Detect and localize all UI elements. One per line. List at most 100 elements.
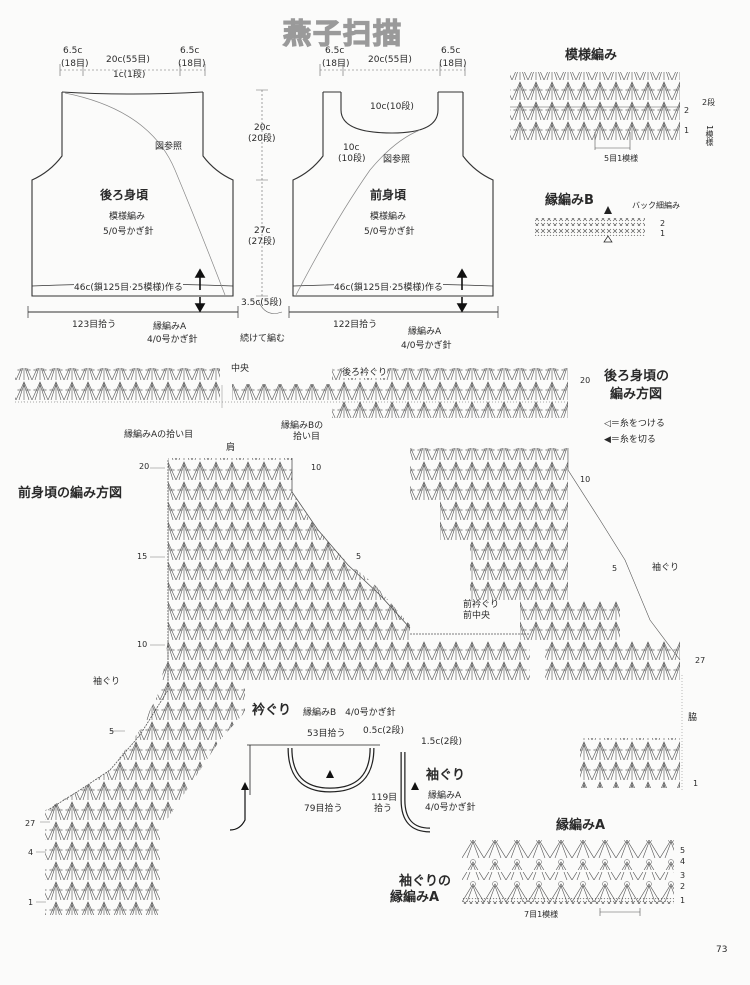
edging-a-row-2: 2 xyxy=(680,882,686,891)
back-width-center: 20c(55目) xyxy=(106,55,150,65)
pattern-row-2: 2 xyxy=(684,106,690,115)
back-chart-row-27: 27 xyxy=(695,656,706,665)
front-neck-side-rows: (10段) xyxy=(338,154,366,164)
back-width-right-sts: (18目) xyxy=(178,59,206,69)
edging-a-row-1: 1 xyxy=(680,896,686,905)
pattern-stitch-swatch xyxy=(510,72,680,140)
armhole-rows: (20段) xyxy=(248,134,276,144)
page-number: 73 xyxy=(716,945,728,955)
front-chart-row-20: 20 xyxy=(139,462,150,471)
front-chart-row-5: 5 xyxy=(356,552,362,561)
front-chart-row-1: 1 xyxy=(28,898,34,907)
back-width-right: 6.5c xyxy=(180,46,200,56)
back-neck-depth: 1c(1段) xyxy=(113,70,146,80)
front-width-left-sts: (18目) xyxy=(322,59,350,69)
arm-edge-spec2: 4/0号かぎ針 xyxy=(425,803,476,813)
back-chart-left-band xyxy=(15,368,220,402)
front-chart-row-15: 15 xyxy=(137,552,148,561)
front-neck-side: 10c xyxy=(343,143,360,153)
front-chart-shoulder: 肩 xyxy=(226,443,236,453)
back-width-left-sts: (18目) xyxy=(61,59,89,69)
edging-b-row-1: 1 xyxy=(660,229,666,238)
front-width-right-sts: (18目) xyxy=(439,59,467,69)
front-width-left: 6.5c xyxy=(325,46,345,56)
front-chart-armhole: 袖ぐり xyxy=(93,677,121,687)
front-width-right: 6.5c xyxy=(441,46,461,56)
front-chart-row-10b: 10 xyxy=(137,640,148,649)
front-see-diagram: 図参照 xyxy=(383,155,411,165)
back-body-pattern: 模様編み xyxy=(109,212,146,222)
edging-b-note: バック細編み xyxy=(632,201,680,210)
back-chart-row-20: 20 xyxy=(580,376,591,385)
front-chart-row-4: 4 xyxy=(28,848,34,857)
back-chart-title-1: 後ろ身頃の xyxy=(604,369,670,384)
back-edging-label: 縁編みA xyxy=(153,322,187,332)
back-chart-attach: ◁＝糸をつける xyxy=(604,419,665,429)
neck-edge-spec: 縁編みB 4/0号かぎ針 xyxy=(303,708,396,718)
back-chart-armhole-area xyxy=(410,448,680,680)
edging-a-upper xyxy=(462,840,674,870)
edging-a-sts: 7目1模様 xyxy=(524,910,559,919)
front-chart-area xyxy=(45,458,530,915)
pattern-stitch-title: 模様編み xyxy=(565,48,618,63)
edging-a-row-4: 4 xyxy=(680,857,686,866)
front-body-pattern: 模様編み xyxy=(370,212,407,222)
arm-edge-title: 袖ぐり xyxy=(426,768,466,783)
arm-edge-width: 1.5c(2段) xyxy=(421,737,463,747)
body-height: 27c xyxy=(254,226,271,236)
back-chart-row-1: 1 xyxy=(693,779,699,788)
front-body-bottom: 46c(鎖125目·25模様)作る xyxy=(334,283,443,293)
arm-edge-pick2: 拾う xyxy=(374,804,393,814)
back-body-bottom: 46c(鎖125目·25模様)作る xyxy=(74,283,183,293)
pattern-stitch-repeat: 1模様 xyxy=(705,125,714,147)
front-body-hook: 5/0号かぎ針 xyxy=(364,227,415,237)
neck-edge-top: 53目拾う xyxy=(307,729,346,739)
front-chart-center: 前中央 xyxy=(463,611,491,621)
edging-a-lower xyxy=(462,872,674,902)
front-chart-neckline: 前衿ぐり xyxy=(463,600,500,610)
pattern-stitch-rows: 2段 xyxy=(702,98,716,107)
back-chart-title-2: 編み方図 xyxy=(610,387,663,402)
front-edging-label: 縁編みA xyxy=(408,327,442,337)
back-chart-row-10: 10 xyxy=(580,475,591,484)
front-edging-hook: 4/0号かぎ針 xyxy=(401,341,452,351)
back-chart-row-5: 5 xyxy=(612,564,618,573)
arm-edge-pick1: 119目 xyxy=(371,793,398,803)
back-chart-center: 中央 xyxy=(231,364,250,374)
back-body-title: 後ろ身頃 xyxy=(100,188,149,202)
back-body-hook: 5/0号かぎ針 xyxy=(103,227,154,237)
edging-a-title: 縁編みA xyxy=(556,818,606,833)
body-rows: (27段) xyxy=(248,237,276,247)
back-chart-armhole: 袖ぐり xyxy=(652,563,680,573)
armhole-height: 20c xyxy=(254,123,271,133)
front-chart-side: 脇 xyxy=(688,713,698,723)
edging-a-sub2: 縁編みA xyxy=(390,890,440,905)
edging-b-row-2: 2 xyxy=(660,219,666,228)
edging-b-swatch xyxy=(535,228,645,236)
front-width-center: 20c(55目) xyxy=(368,55,412,65)
pattern-row-1: 1 xyxy=(684,126,690,135)
front-neck-depth: 10c(10段) xyxy=(370,102,414,112)
front-body-title: 前身頃 xyxy=(370,188,407,202)
edge-height: 3.5c(5段) xyxy=(241,298,283,308)
back-chart-cut: ◀＝糸を切る xyxy=(604,435,656,445)
front-chart-pickup-a: 縁編みAの拾い目 xyxy=(124,430,194,440)
pattern-stitch-sts: 5目1模様 xyxy=(604,154,639,163)
front-chart-row-27: 27 xyxy=(25,819,36,828)
continue-knit: 続けて編む xyxy=(240,334,286,344)
neck-edging-outline xyxy=(247,744,431,833)
neck-edge-bottom: 79目拾う xyxy=(304,804,343,814)
edging-a-row-3: 3 xyxy=(680,871,686,880)
front-chart-row-10: 10 xyxy=(311,463,322,472)
neck-edge-title: 衿ぐり xyxy=(252,703,292,718)
front-pick-up: 122目拾う xyxy=(333,320,378,330)
arm-edge-spec1: 縁編みA xyxy=(428,791,462,801)
back-edging-hook: 4/0号かぎ針 xyxy=(147,335,198,345)
front-chart-title: 前身頃の編み方図 xyxy=(18,486,123,501)
edging-b-title: 縁編みB xyxy=(545,193,594,208)
front-chart-pickup-b1: 縁編みBの xyxy=(281,421,324,431)
back-body-outline xyxy=(27,91,239,318)
back-see-diagram: 図参照 xyxy=(155,142,183,152)
front-chart-pickup-b2: 拾い目 xyxy=(293,432,321,442)
